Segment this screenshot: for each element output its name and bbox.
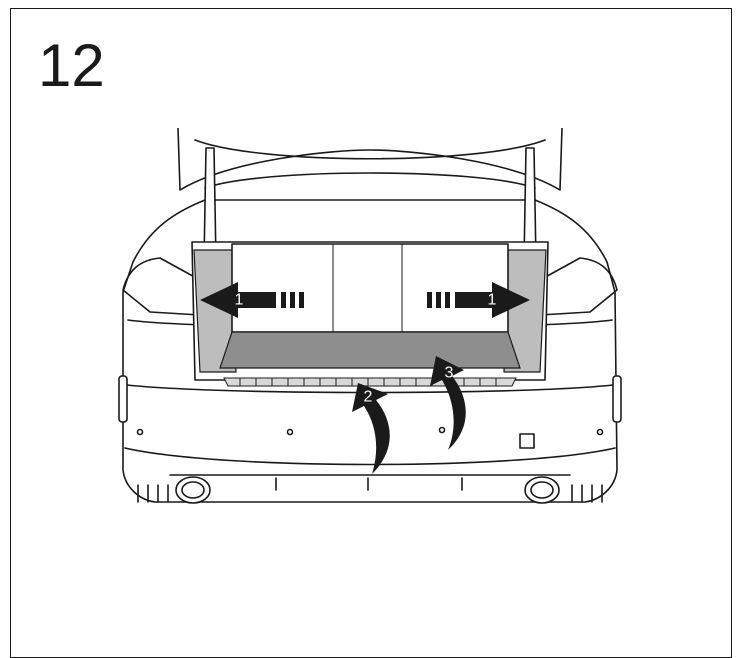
exhaust-pipes bbox=[137, 476, 603, 504]
right-curved-arrow-label: 3 bbox=[445, 365, 454, 382]
center-curved-arrow: 2 bbox=[352, 383, 390, 474]
center-arrow-label: 2 bbox=[364, 389, 373, 406]
trunk-interior bbox=[191, 241, 549, 387]
left-arrow: 1 bbox=[200, 282, 304, 318]
step-number: 12 bbox=[38, 32, 105, 99]
right-arrow-label: 1 bbox=[488, 292, 497, 309]
left-arrow-label: 1 bbox=[235, 292, 244, 309]
right-arrow: 1 bbox=[427, 282, 530, 318]
trunk-floor-panel bbox=[219, 331, 521, 369]
parking-sensors bbox=[136, 426, 604, 436]
right-curved-arrow: 3 bbox=[430, 356, 466, 450]
